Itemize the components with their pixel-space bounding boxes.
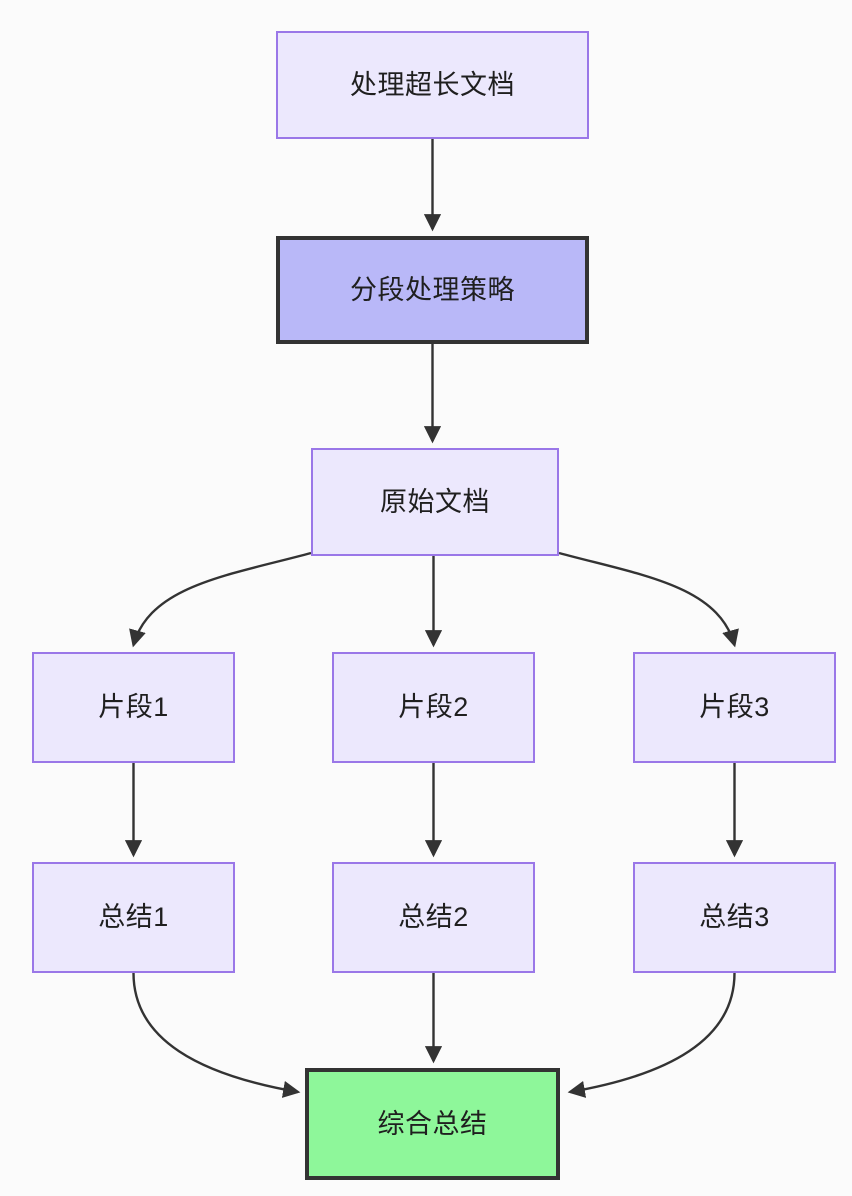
edge-summary3-to-final: [567, 972, 736, 1098]
node-label: 总结1: [98, 902, 169, 932]
node-label: 处理超长文档: [350, 69, 515, 100]
edge-raw-to-fragment1: [129, 551, 312, 648]
node-label: 片段2: [398, 692, 469, 722]
node-original-document[interactable]: 原始文档: [311, 448, 559, 556]
node-process-long-document[interactable]: 处理超长文档: [276, 31, 589, 139]
node-summary-1[interactable]: 总结1: [32, 862, 235, 973]
node-label: 原始文档: [380, 486, 490, 517]
node-fragment-3[interactable]: 片段3: [633, 652, 836, 763]
node-label: 片段3: [699, 692, 770, 722]
node-summary-2[interactable]: 总结2: [332, 862, 535, 973]
node-label: 总结3: [699, 902, 770, 932]
node-fragment-1[interactable]: 片段1: [32, 652, 235, 763]
node-fragment-2[interactable]: 片段2: [332, 652, 535, 763]
node-label: 综合总结: [377, 1108, 488, 1139]
node-label: 总结2: [398, 902, 469, 932]
node-comprehensive-summary[interactable]: 综合总结: [305, 1068, 560, 1180]
node-label: 分段处理策略: [350, 274, 515, 305]
edge-raw-to-fragment3: [558, 551, 739, 648]
node-summary-3[interactable]: 总结3: [633, 862, 836, 973]
node-chunking-strategy[interactable]: 分段处理策略: [276, 236, 589, 344]
edge-summary1-to-final: [132, 972, 301, 1098]
node-label: 片段1: [98, 692, 169, 722]
